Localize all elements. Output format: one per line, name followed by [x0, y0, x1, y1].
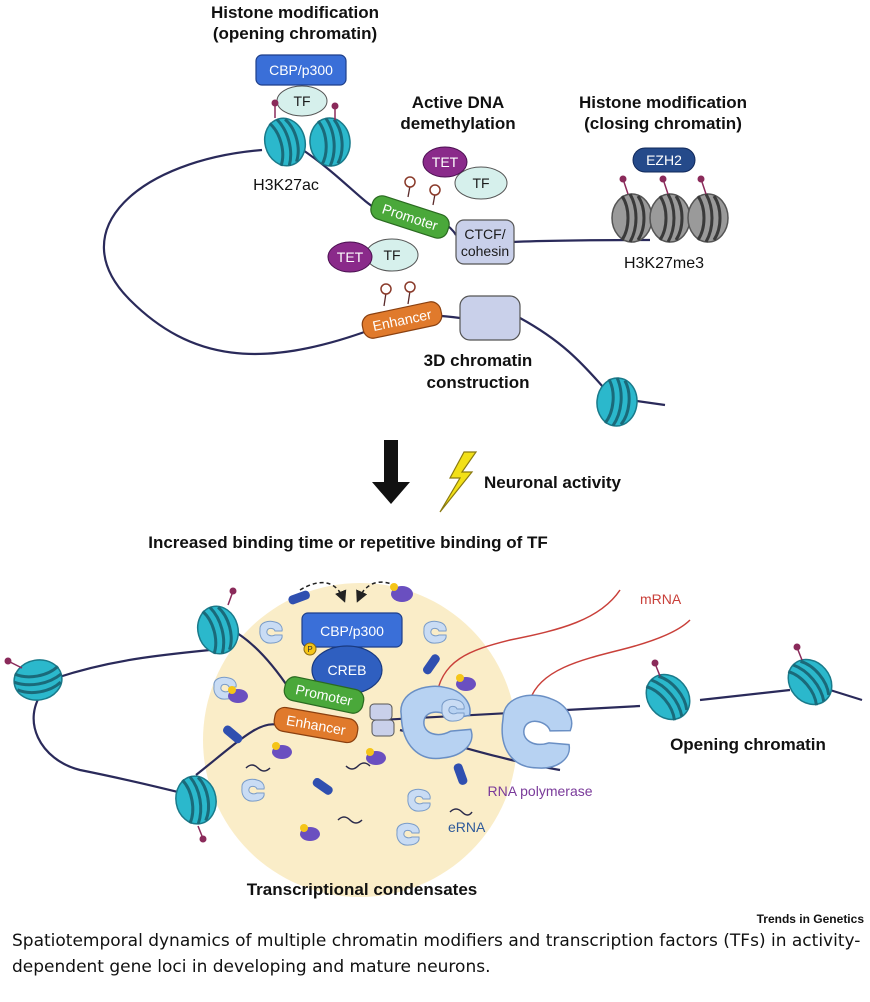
- neuronal-activity-label: Neuronal activity: [484, 473, 622, 492]
- phosphate-dot: [303, 642, 317, 656]
- erna-label: eRNA: [448, 819, 486, 835]
- tet-label-upper: TET: [432, 154, 459, 170]
- chromatin3d-title-line2: construction: [427, 373, 530, 392]
- tet-oval-lower: [327, 241, 373, 273]
- tf-label-lower: TF: [383, 247, 400, 263]
- tet-label-lower: TET: [337, 249, 364, 265]
- dna-strand-top: [102, 147, 666, 407]
- mrna-strand-2: [529, 619, 691, 701]
- tf-oval-upper: [454, 166, 508, 200]
- ctcf-label-line2: cohesin: [461, 243, 509, 259]
- cbp-p300-label-bottom: CBP/p300: [320, 623, 384, 639]
- condensate-title: Transcriptional condensates: [247, 880, 478, 899]
- opening-chromatin-label: Opening chromatin: [670, 735, 826, 754]
- cbp-p300-label-top: CBP/p300: [269, 62, 333, 78]
- nucleosome-h3k27me3-3: [686, 192, 730, 244]
- cohesin-box-lower: [459, 295, 521, 341]
- rna-polymerase-label: RNA polymerase: [487, 783, 592, 799]
- cohesin-small-1: [369, 703, 393, 721]
- lightning-icon: [439, 451, 478, 513]
- tf-label-upper: TF: [472, 175, 489, 191]
- nucleosome-h3k27ac-1: [257, 112, 313, 172]
- cohesin-small-2: [371, 719, 395, 737]
- demethylation-title-line1: Active DNA: [412, 93, 505, 112]
- ezh2-box: [632, 147, 696, 173]
- increased-binding-label: Increased binding time or repetitive bin…: [148, 533, 548, 552]
- enhancer-box-bottom: [273, 706, 359, 744]
- figure-caption: Spatiotemporal dynamics of multiple chro…: [12, 931, 861, 977]
- tf-label-top-left: TF: [293, 93, 310, 109]
- ezh2-label: EZH2: [646, 152, 682, 168]
- tet-oval-upper: [422, 146, 468, 178]
- mrna-label: mRNA: [640, 591, 682, 607]
- cbp-p300-box-top: [255, 54, 347, 86]
- nucleosome-h3k27me3-1: [610, 192, 654, 244]
- ctcf-label-line1: CTCF/: [464, 226, 505, 242]
- chromatin3d-title-line1: 3D chromatin: [424, 351, 533, 370]
- h3k27me3-label: H3K27me3: [624, 255, 704, 272]
- nucleosome-far-left: [9, 654, 67, 706]
- promoter-box-top: [370, 195, 450, 239]
- nucleosome-right-2: [777, 649, 843, 715]
- enhancer-box-top: [361, 301, 443, 339]
- journal-label: Trends in Genetics: [756, 912, 864, 926]
- histone-closing-title-line1: Histone modification: [579, 93, 747, 112]
- histone-opening-title-line1: Histone modification: [211, 3, 379, 22]
- ctcf-cohesin-box: [455, 219, 515, 265]
- nucleosome-h3k27ac-2: [306, 114, 354, 170]
- mrna-strand-1: [435, 589, 621, 701]
- phospho-label: P: [307, 645, 312, 654]
- nucleosome-right-1: [635, 664, 701, 730]
- histone-closing-title-line2: (closing chromatin): [584, 114, 742, 133]
- demethylation-title-line2: demethylation: [400, 114, 515, 133]
- h3k27ac-label: H3K27ac: [253, 177, 319, 194]
- recruit-arrow-right: [356, 581, 397, 603]
- down-arrow: [372, 440, 410, 504]
- nucleosome-h3k27me3-2: [648, 192, 692, 244]
- creb-label: CREB: [328, 662, 367, 678]
- promoter-box-bottom: [283, 676, 365, 714]
- histone-opening-title-line2: (opening chromatin): [213, 24, 377, 43]
